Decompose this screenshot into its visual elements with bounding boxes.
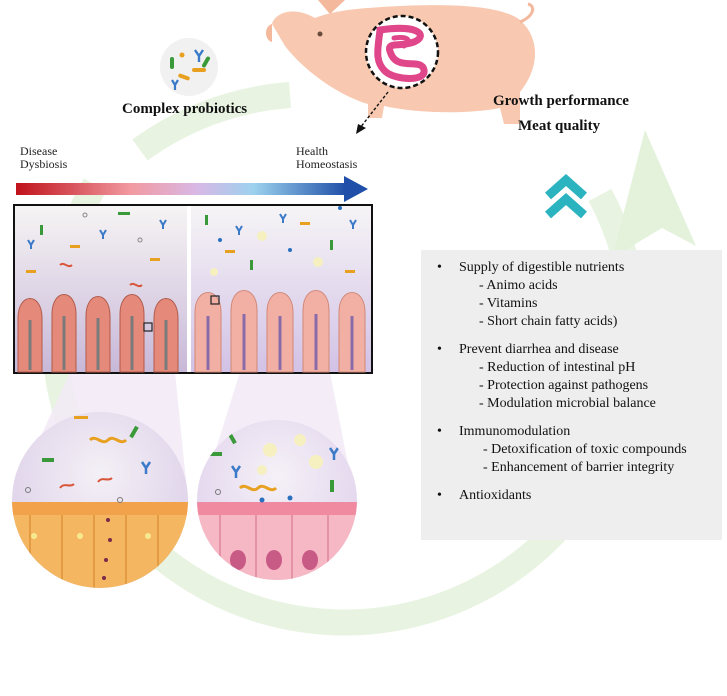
benefit-item: - Reduction of intestinal pH xyxy=(479,360,636,375)
benefit-group-nutrients: • Supply of digestible nutrients - Animo … xyxy=(437,259,714,331)
benefit-group-antioxidants: • Antioxidants xyxy=(437,487,714,505)
benefit-item: - Detoxification of toxic compounds xyxy=(483,442,687,457)
benefit-item: - Animo acids xyxy=(479,278,558,293)
bullet: • xyxy=(437,260,442,275)
benefit-item: - Protection against pathogens xyxy=(479,378,649,393)
disease-label: Disease xyxy=(20,144,58,158)
health-label: Health xyxy=(296,144,328,158)
bullet: • xyxy=(437,342,442,357)
benefits-box: • Supply of digestible nutrients - Animo … xyxy=(421,250,722,540)
benefit-title: Immunomodulation xyxy=(459,424,571,439)
benefit-item: - Vitamins xyxy=(479,296,538,311)
disease-health-gradient-arrow xyxy=(16,176,368,202)
probiotics-label: Complex probiotics xyxy=(122,101,248,117)
meat-quality-label: Meat quality xyxy=(518,118,601,134)
benefit-group-prevention: • Prevent diarrhea and disease - Reductio… xyxy=(437,341,714,413)
double-chevron-up-icon xyxy=(545,173,587,219)
benefit-item: - Enhancement of barrier integrity xyxy=(483,460,675,475)
benefit-title: Antioxidants xyxy=(459,488,532,503)
bullet: • xyxy=(437,488,442,503)
benefit-item: - Modulation microbial balance xyxy=(479,396,656,411)
benefit-group-immunomodulation: • Immunomodulation - Detoxification of to… xyxy=(437,423,714,477)
benefit-title: Supply of digestible nutrients xyxy=(459,260,625,275)
dysbiosis-label: Dysbiosis xyxy=(20,157,68,171)
gut-icon xyxy=(356,14,440,134)
intestine-comparison-panel xyxy=(13,204,373,374)
growth-performance-label: Growth performance xyxy=(493,93,629,109)
bullet: • xyxy=(437,424,442,439)
probiotic-cluster-icon xyxy=(160,38,218,96)
benefit-title: Prevent diarrhea and disease xyxy=(459,342,619,357)
zoom-circle-dysbiosis xyxy=(12,412,188,588)
benefit-item: - Short chain fatty acids) xyxy=(479,314,618,329)
homeostasis-label: Homeostasis xyxy=(296,157,358,171)
